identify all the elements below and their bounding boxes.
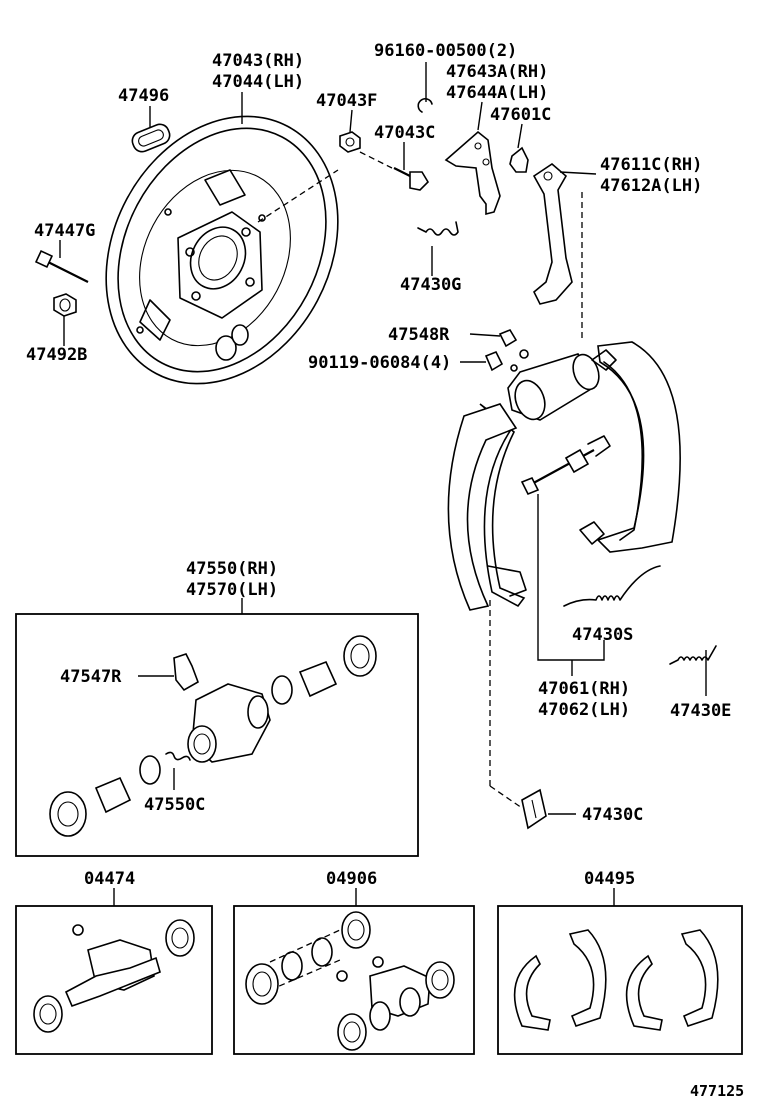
label-47550C: 47550C xyxy=(144,795,205,815)
brake-shoe-left xyxy=(447,403,527,611)
label-47570: 47570(LH) xyxy=(186,580,278,600)
figure-number: 477125 xyxy=(690,1082,744,1100)
label-47550: 47550(RH) xyxy=(186,559,278,579)
spring-47430S xyxy=(563,565,661,607)
label-47430S: 47430S xyxy=(572,625,633,645)
adjuster-47061 xyxy=(520,435,611,496)
box-04495 xyxy=(497,905,743,1055)
wheel-cylinder-main xyxy=(507,349,600,421)
label-90119: 90119-06084(4) xyxy=(308,353,451,373)
strut-47611C xyxy=(532,162,573,305)
bolt-90119-06084 xyxy=(484,350,504,372)
label-47547R: 47547R xyxy=(60,667,122,687)
leader-lines xyxy=(59,62,707,906)
label-47601C: 47601C xyxy=(490,105,551,125)
backing-plate xyxy=(105,115,339,385)
box-47550 xyxy=(15,613,419,857)
lever-47643A xyxy=(444,130,501,216)
spring-47430G xyxy=(417,221,459,236)
label-47496: 47496 xyxy=(118,86,169,106)
label-96160: 96160-00500(2) xyxy=(374,41,517,61)
label-47447G: 47447G xyxy=(34,221,95,241)
label-04906: 04906 xyxy=(326,869,377,889)
dash-guides xyxy=(257,151,583,809)
nut-47043F xyxy=(339,131,361,153)
label-47061: 47061(RH) xyxy=(538,679,630,699)
box-04906 xyxy=(233,905,475,1055)
brake-shoe-right xyxy=(579,341,681,553)
shoe-kit-04495 xyxy=(513,929,719,1031)
label-47062: 47062(LH) xyxy=(538,700,630,720)
label-47044: 47044(LH) xyxy=(212,72,304,92)
label-47643A: 47643A(RH) xyxy=(446,62,548,82)
kit-04906 xyxy=(245,911,455,1051)
label-47492B: 47492B xyxy=(26,345,87,365)
label-47043C: 47043C xyxy=(374,123,435,143)
label-47611C: 47611C(RH) xyxy=(600,155,702,175)
plug-47496 xyxy=(131,123,171,153)
box-04474 xyxy=(15,905,213,1055)
label-47430G: 47430G xyxy=(400,275,461,295)
label-47644A: 47644A(LH) xyxy=(446,83,548,103)
label-47043F: 47043F xyxy=(316,91,377,111)
label-47548R: 47548R xyxy=(388,325,450,345)
label-47430E: 47430E xyxy=(670,701,731,721)
cylinder-kit-47550 xyxy=(49,635,377,837)
label-47430C: 47430C xyxy=(582,805,643,825)
clip-47601C xyxy=(509,146,529,173)
label-47043: 47043(RH) xyxy=(212,51,304,71)
bolt-47447G xyxy=(34,249,89,283)
nut-47492B xyxy=(53,293,77,317)
clip-96160-00500 xyxy=(417,98,433,113)
label-04495: 04495 xyxy=(584,869,635,889)
bolt-47043C xyxy=(393,167,430,191)
bleeder-47548R xyxy=(498,329,518,348)
spring-47430E xyxy=(669,645,717,665)
label-04474: 04474 xyxy=(84,869,135,889)
clip-47430C xyxy=(521,788,547,830)
label-47612A: 47612A(LH) xyxy=(600,176,702,196)
kit-04474 xyxy=(33,919,195,1033)
